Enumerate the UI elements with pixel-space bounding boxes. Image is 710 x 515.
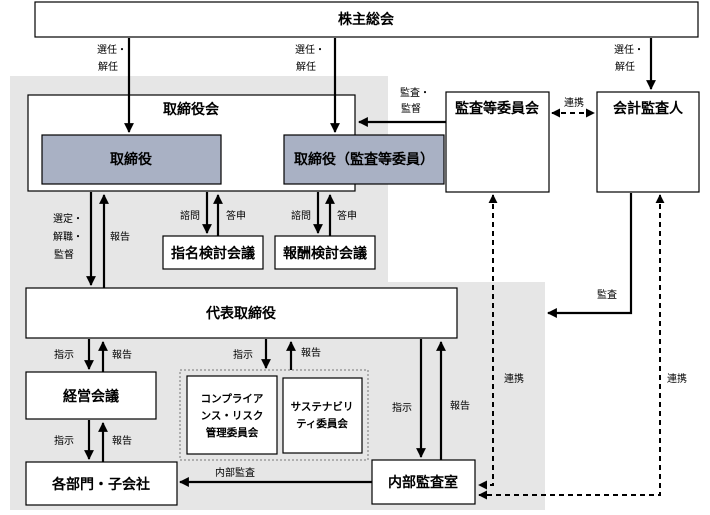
mgmt-meeting-label: 経営会議 xyxy=(63,388,119,405)
ceo-label: 代表取締役 xyxy=(205,305,277,322)
ceo-box: 代表取締役 xyxy=(25,287,458,339)
label-audit-supervise-a: 監査・ xyxy=(400,86,430,99)
label-report-back-1: 答申 xyxy=(226,209,246,222)
nomination-label: 指名検討会議 xyxy=(171,245,255,262)
label-report-back-2: 答申 xyxy=(337,209,357,222)
divisions-box: 各部門・子会社 xyxy=(25,461,178,506)
audit-committee-box: 監査等委員会 xyxy=(445,91,550,193)
internal-audit-label: 内部監査室 xyxy=(388,474,458,491)
label-elect-3b: 解任 xyxy=(615,60,635,73)
internal-audit-box: 内部監査室 xyxy=(371,459,476,505)
label-elect-3a: 選任・ xyxy=(614,43,644,56)
remuneration-box: 報酬検討会議 xyxy=(274,235,376,270)
shareholders-label: 株主総会 xyxy=(338,11,395,28)
label-instruct-mgmt: 指示 xyxy=(54,348,74,361)
audit-directors-box: 取締役（監査等委員） xyxy=(283,134,445,185)
label-internal-audit: 内部監査 xyxy=(215,466,255,479)
board-label: 取締役会 xyxy=(163,101,220,118)
mgmt-meeting-box: 経営会議 xyxy=(25,371,157,420)
auditor-box: 会計監査人 xyxy=(596,91,700,193)
sustainability-label-line2: ティ委員会 xyxy=(296,417,348,430)
label-instruct-committees: 指示 xyxy=(233,348,253,361)
dashed-coordination-auditor-audit xyxy=(478,194,665,500)
label-coordination-top: 連携 xyxy=(564,96,584,109)
divisions-label: 各部門・子会社 xyxy=(51,476,150,493)
shareholders-box: 株主総会 xyxy=(34,1,699,38)
compliance-committee-box: コンプライア ンス・リスク 管理委員会 xyxy=(186,375,278,455)
label-consult-2: 諮問 xyxy=(291,209,311,222)
audit-directors-label: 取締役（監査等委員） xyxy=(294,151,434,168)
compliance-label-line3: 管理委員会 xyxy=(206,426,259,439)
label-report-mgmt: 報告 xyxy=(112,348,132,361)
label-instruct-divisions: 指示 xyxy=(54,434,74,447)
remuneration-label: 報酬検討会議 xyxy=(283,245,367,262)
label-elect-2b: 解任 xyxy=(296,60,316,73)
label-coordination-right: 連携 xyxy=(667,372,687,385)
sustainability-committee-box: サステナビリ ティ委員会 xyxy=(282,377,363,454)
auditor-label: 会計監査人 xyxy=(613,100,684,117)
label-report-divisions: 報告 xyxy=(112,434,132,447)
sustainability-label-line1: サステナビリ xyxy=(291,400,354,413)
compliance-label-line1: コンプライア xyxy=(201,392,264,405)
label-elect-2a: 選任・ xyxy=(295,43,325,56)
directors-label: 取締役 xyxy=(110,151,153,168)
committees-frame xyxy=(179,369,369,461)
label-audit-supervise-b: 監督 xyxy=(401,102,421,115)
nomination-box: 指名検討会議 xyxy=(162,235,264,270)
label-coordination-left: 連携 xyxy=(504,372,524,385)
directors-box: 取締役 xyxy=(41,134,222,185)
compliance-label-line2: ンス・リスク xyxy=(201,410,264,422)
label-instruct-audit: 指示 xyxy=(392,401,412,414)
label-select-a: 選定・ xyxy=(53,212,83,225)
label-audit: 監査 xyxy=(597,288,617,301)
arrow-auditor-audit-ceo xyxy=(547,193,633,318)
label-report-committees: 報告 xyxy=(301,346,321,359)
label-report-board: 報告 xyxy=(110,230,130,243)
label-elect-1b: 解任 xyxy=(98,60,118,73)
label-consult-1: 諮問 xyxy=(180,209,200,222)
label-report-audit: 報告 xyxy=(450,399,470,412)
label-select-c: 監督 xyxy=(54,248,74,261)
label-elect-1a: 選任・ xyxy=(97,43,127,56)
audit-committee-label: 監査等委員会 xyxy=(455,100,540,117)
label-select-b: 解職・ xyxy=(53,230,83,243)
